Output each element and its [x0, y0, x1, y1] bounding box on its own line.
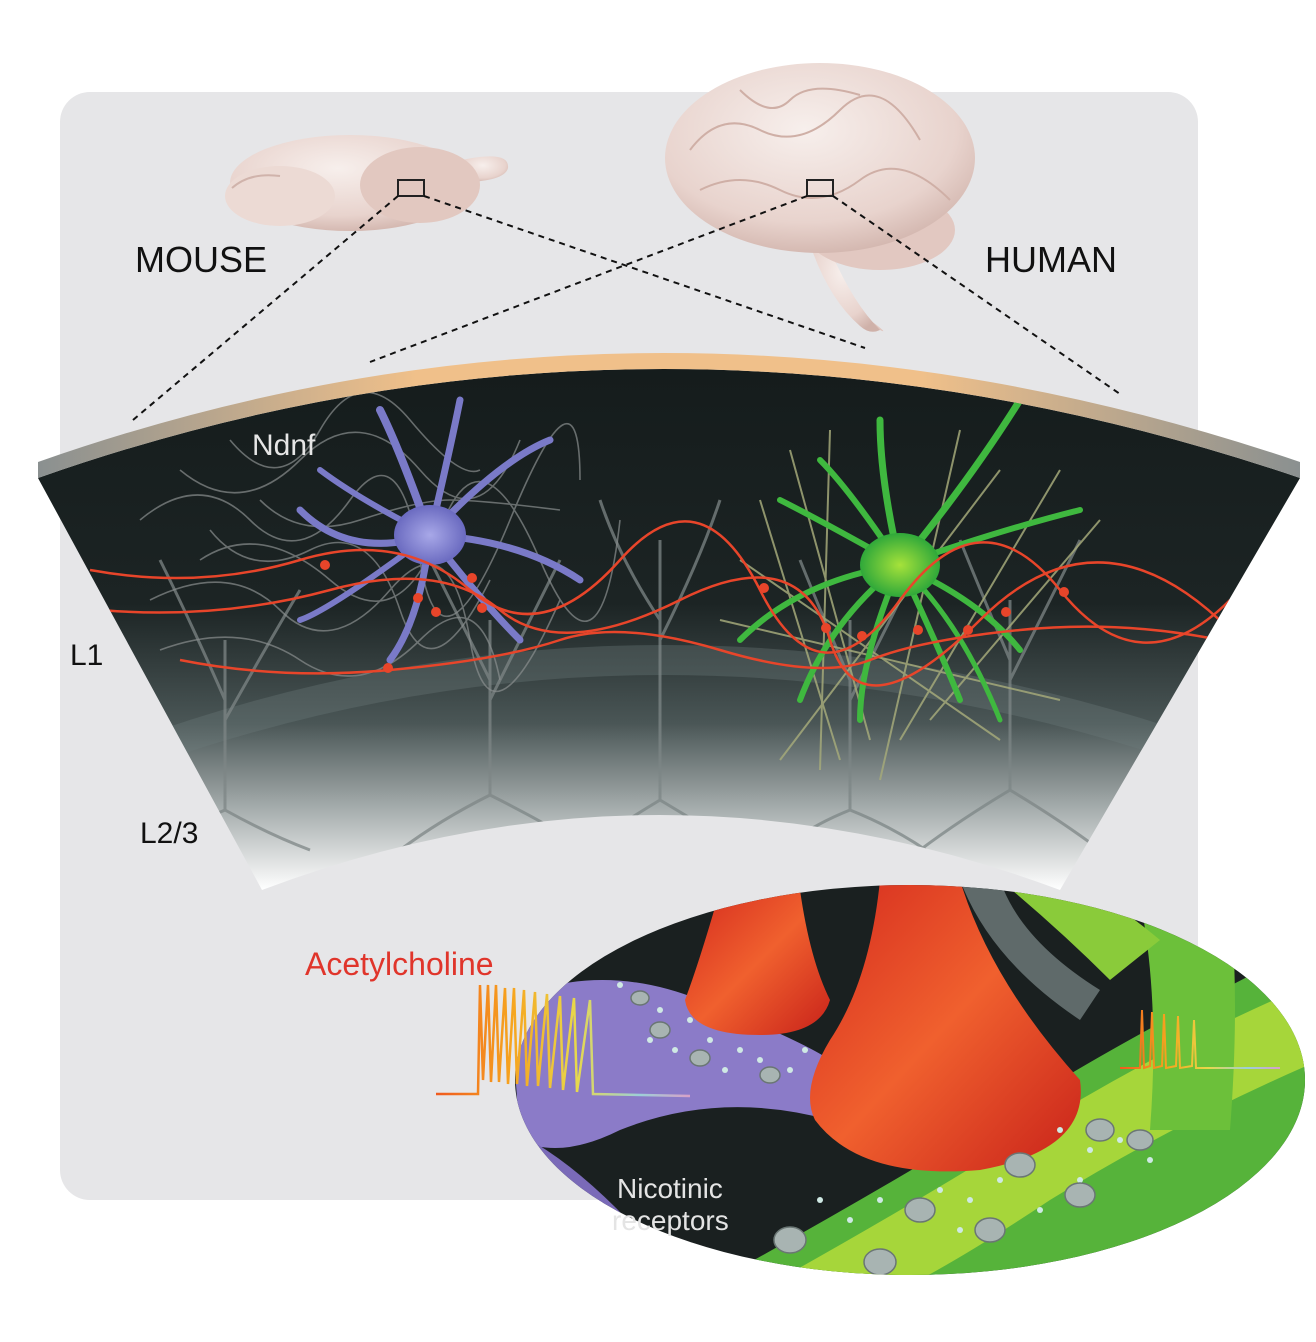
- nicotinic-label-line1: Nicotinic: [617, 1173, 723, 1204]
- axon-varicosities: [320, 560, 1069, 673]
- green-cell-firing-trace: [1120, 1009, 1280, 1070]
- large-axon-terminal: [810, 885, 1081, 1172]
- human-brain-illustration: [665, 63, 975, 332]
- pia-surface: [38, 353, 1300, 478]
- synapse-inset: [515, 885, 1305, 1275]
- zoom-lines: [132, 195, 1121, 421]
- nicotinic-receptor-icons: [630, 990, 1154, 1275]
- acetylcholine-label: Acetylcholine: [305, 946, 494, 982]
- cortex-slab: [38, 369, 1300, 890]
- small-axon-terminal: [685, 890, 830, 1035]
- mouse-region-box: [397, 179, 425, 197]
- human-region-box: [806, 179, 834, 197]
- human-label: HUMAN: [985, 239, 1117, 280]
- ndnf-soma: [394, 505, 466, 565]
- pyramidal-neurons: [139, 499, 1101, 862]
- human-pale-dendrites: [719, 429, 1101, 781]
- layer1-label: L1: [70, 639, 103, 672]
- ndnf-firing-trace: [436, 984, 691, 1098]
- layer-boundary: [114, 645, 1226, 775]
- mouse-label: MOUSE: [135, 239, 267, 280]
- nicotinic-label-line2: receptors: [612, 1205, 729, 1236]
- layer23-label: L2/3: [140, 817, 198, 850]
- human-neuron-soma: [860, 533, 940, 597]
- ndnf-label: Ndnf: [252, 429, 316, 462]
